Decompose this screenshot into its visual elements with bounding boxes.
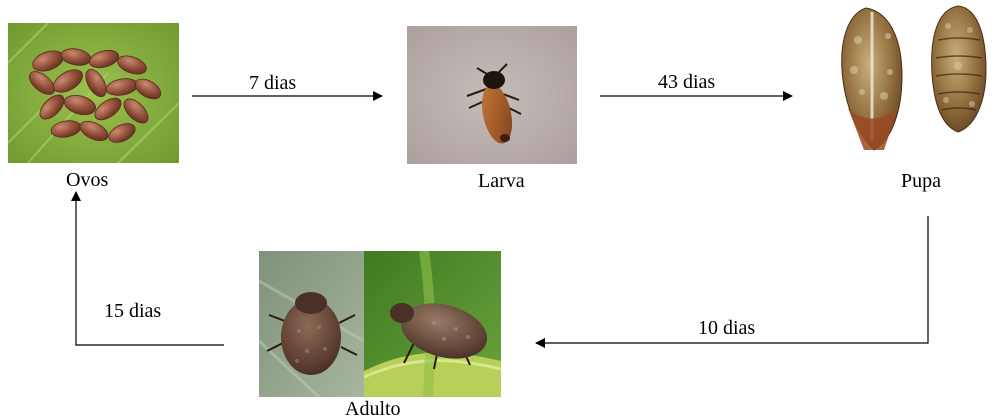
transition-label-larva-to-pupa: 43 dias	[658, 71, 715, 93]
transition-label-adult-to-eggs: 15 dias	[104, 300, 161, 322]
arrow-adult-to-eggs	[76, 192, 224, 345]
transition-label-pupa-to-adult: 10 dias	[698, 317, 755, 339]
transition-label-eggs-to-larva: 7 dias	[249, 72, 296, 94]
